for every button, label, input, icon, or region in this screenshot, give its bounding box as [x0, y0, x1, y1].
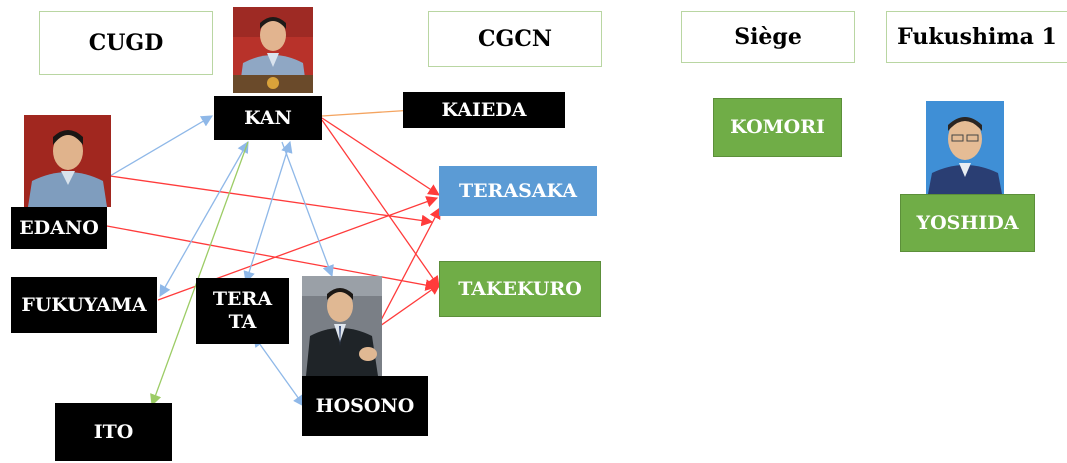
node-fukuyama: FUKUYAMA: [11, 277, 157, 333]
node-terasaka: TERASAKA: [439, 166, 597, 216]
column-header-fukushima: Fukushima 1: [886, 11, 1067, 63]
node-terata: TERA TA: [196, 278, 289, 344]
column-header-cugd: CUGD: [39, 11, 213, 75]
column-header-siege: Siège: [681, 11, 855, 63]
portrait-image: [233, 7, 313, 93]
node-terata-line2: TA: [228, 311, 257, 333]
edge-kan-to-kaieda: [321, 104, 416, 117]
edge-kan-to-terata: [243, 140, 293, 284]
node-kaieda: KAIEDA: [403, 92, 565, 128]
edge-layer: [106, 104, 441, 407]
edano-photo: [24, 115, 111, 207]
node-ito: ITO: [55, 403, 172, 461]
edge-hosono-to-terasaka: [379, 206, 441, 323]
node-yoshida: YOSHIDA: [900, 194, 1035, 252]
portrait-image: [926, 101, 1004, 194]
node-komori: KOMORI: [713, 98, 842, 157]
edge-kan-to-hosono: [281, 141, 334, 278]
column-header-cgcn: CGCN: [428, 11, 602, 67]
kan-photo: [233, 7, 313, 93]
node-edano: EDANO: [11, 207, 107, 249]
node-kan: KAN: [214, 96, 322, 140]
portrait-image: [302, 276, 382, 376]
node-terata-line1: TERA: [212, 288, 273, 311]
edge-edano-to-kan: [109, 115, 214, 177]
hosono-photo: [302, 276, 382, 376]
edge-terata-to-hosono: [253, 335, 305, 407]
portrait-image: [24, 115, 111, 207]
edge-edano-to-terasaka: [109, 175, 434, 227]
edge-kan-to-takekuro: [321, 119, 440, 288]
yoshida-photo: [926, 101, 1004, 194]
edge-kan-to-terasaka: [321, 117, 440, 196]
edge-hosono-to-takekuro: [379, 283, 441, 327]
node-takekuro: TAKEKURO: [439, 261, 601, 317]
node-hosono: HOSONO: [302, 376, 428, 436]
edge-kan-to-ito: [150, 141, 249, 407]
edge-fukuyama-to-kan: [159, 140, 249, 298]
